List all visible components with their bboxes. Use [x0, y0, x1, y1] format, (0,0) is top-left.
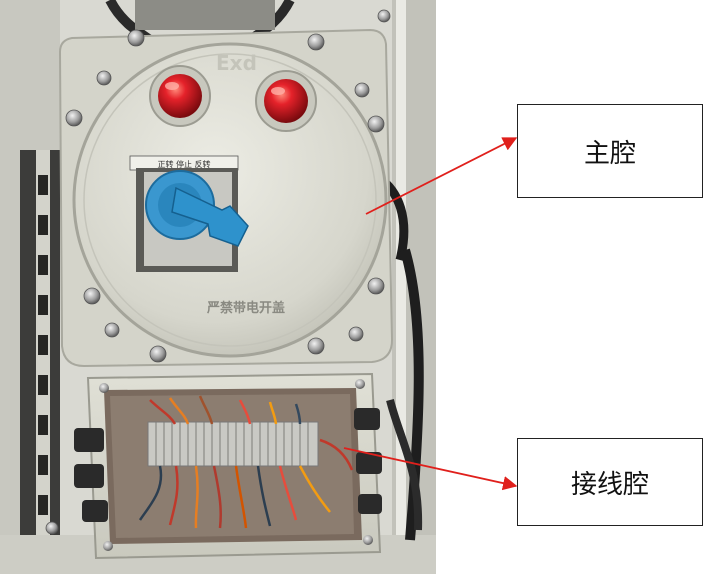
red-indicator-lamp-right	[255, 70, 317, 132]
wiring-chamber-label: 接线腔	[570, 469, 649, 500]
red-indicator-lamp-left	[149, 65, 211, 127]
main-chamber-label-box: 主腔	[517, 104, 703, 198]
switch-label-plate: 正转 停止 反转	[157, 159, 210, 169]
rotary-switch-knob	[145, 170, 249, 247]
main-chamber-label: 主腔	[583, 138, 636, 169]
wiring-chamber-label-box: 接线腔	[517, 438, 703, 526]
warning-plate-text: 严禁带电开盖	[206, 300, 285, 316]
enclosure-photo: Exd 正转 停止 反转 严禁带电开盖	[0, 0, 436, 574]
wiring-chamber-box	[74, 372, 382, 560]
exd-marking: Exd	[216, 51, 257, 75]
